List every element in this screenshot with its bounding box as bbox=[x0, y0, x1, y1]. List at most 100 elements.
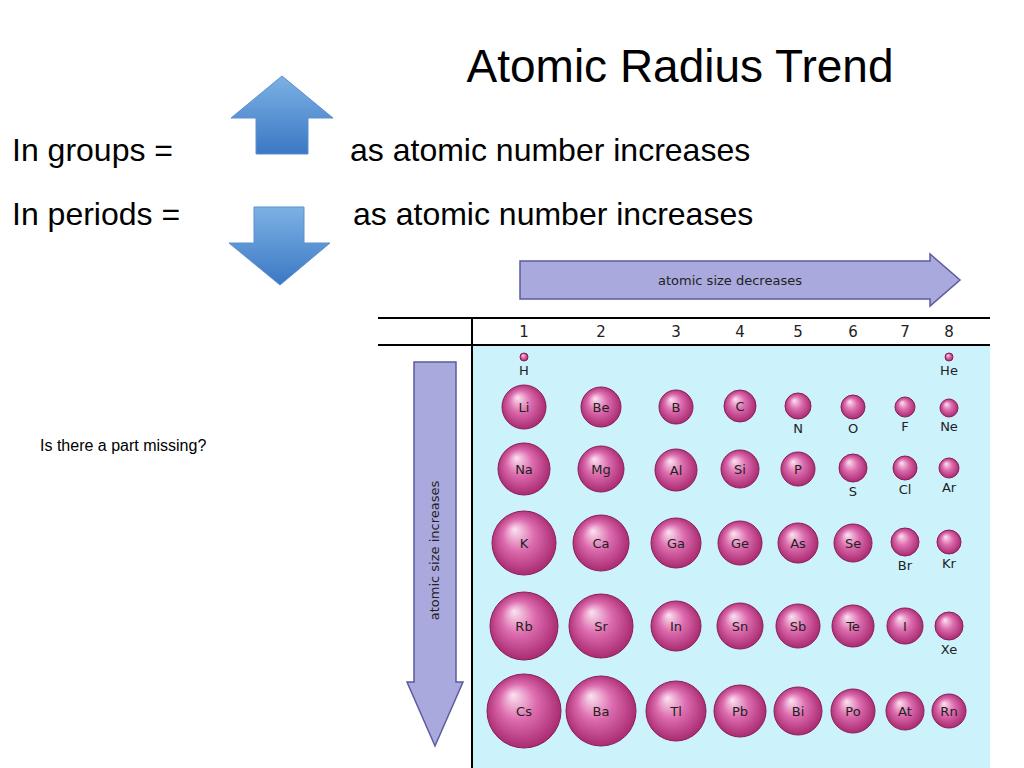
header-rule bbox=[378, 344, 990, 346]
element-symbol: Po bbox=[845, 705, 860, 718]
atom-ball bbox=[784, 392, 812, 420]
atom-sphere bbox=[774, 687, 822, 735]
element-symbol: K bbox=[520, 537, 529, 550]
element-symbol: Ge bbox=[731, 537, 749, 550]
atom-circle: Tl bbox=[645, 680, 707, 742]
element-symbol: Cl bbox=[899, 483, 912, 496]
element-symbol: O bbox=[848, 422, 858, 435]
atom-sphere bbox=[659, 390, 693, 424]
atom-circle: P bbox=[780, 451, 816, 487]
atom-circle: Sn bbox=[716, 602, 764, 650]
atom-sphere bbox=[651, 518, 701, 568]
atom-sphere bbox=[492, 511, 556, 575]
atom-sphere bbox=[646, 681, 706, 741]
trend-arrow: atomic size decreases bbox=[518, 252, 962, 308]
element-symbol: Tl bbox=[670, 705, 682, 718]
element-symbol: Rb bbox=[515, 620, 532, 633]
column-number: 3 bbox=[671, 324, 681, 341]
element-symbol: Cs bbox=[516, 705, 532, 718]
arrow-label: atomic size increases bbox=[428, 480, 443, 619]
element-symbol: Kr bbox=[942, 557, 956, 570]
atom-circle: Na bbox=[497, 442, 551, 496]
atom-circle: Li bbox=[501, 384, 547, 430]
element-symbol: Br bbox=[898, 559, 912, 572]
side-rule bbox=[471, 318, 473, 768]
atom-circle: Ca bbox=[572, 514, 630, 572]
atom-circle: Xe bbox=[934, 611, 964, 656]
element-symbol: As bbox=[790, 537, 806, 550]
atom-sphere bbox=[886, 692, 924, 730]
atom-circle: Br bbox=[890, 527, 920, 572]
element-symbol: Ca bbox=[592, 537, 609, 550]
atom-circle: K bbox=[491, 510, 557, 576]
atom-sphere bbox=[939, 458, 959, 478]
atom-circle: F bbox=[894, 396, 916, 433]
element-symbol: B bbox=[672, 401, 681, 414]
element-symbol: Sn bbox=[732, 620, 749, 633]
table-ground bbox=[472, 345, 990, 768]
atom-circle: Ne bbox=[939, 398, 959, 433]
atom-circle: Mg bbox=[577, 445, 625, 493]
atom-circle: Sr bbox=[568, 593, 634, 659]
atom-sphere bbox=[569, 594, 633, 658]
atom-sphere bbox=[498, 443, 550, 495]
column-number: 6 bbox=[848, 324, 858, 341]
header-rule bbox=[378, 317, 990, 319]
atom-circle: Cl bbox=[892, 455, 918, 496]
atom-ball bbox=[892, 455, 918, 481]
atom-sphere bbox=[578, 446, 624, 492]
element-symbol: S bbox=[849, 485, 857, 498]
atom-sphere bbox=[932, 694, 966, 728]
down-arrow bbox=[229, 207, 330, 285]
atom-circle: Cs bbox=[486, 673, 562, 749]
atom-circle: Te bbox=[831, 604, 875, 648]
atom-circle: C bbox=[723, 389, 757, 423]
atom-circle: Kr bbox=[936, 529, 962, 570]
atom-circle: Rb bbox=[489, 591, 559, 661]
element-symbol: Sb bbox=[790, 620, 807, 633]
atom-sphere bbox=[490, 592, 558, 660]
element-symbol: Ne bbox=[940, 420, 958, 433]
slide-text: In periods = bbox=[12, 196, 180, 233]
arrow-outline bbox=[520, 254, 960, 306]
atom-sphere bbox=[945, 353, 953, 361]
atom-sphere bbox=[940, 399, 958, 417]
atom-circle: Se bbox=[833, 523, 873, 563]
atom-sphere bbox=[566, 676, 636, 746]
column-number: 8 bbox=[944, 324, 954, 341]
atom-circle: N bbox=[784, 392, 812, 435]
atom-sphere bbox=[718, 521, 762, 565]
atom-circle: As bbox=[777, 522, 819, 564]
atom-ball bbox=[939, 398, 959, 418]
slide-text: as atomic number increases bbox=[353, 196, 753, 233]
element-symbol: He bbox=[940, 364, 958, 377]
atom-circle: Ga bbox=[650, 517, 702, 569]
slide-text: In groups = bbox=[12, 132, 173, 169]
element-symbol: Si bbox=[734, 463, 746, 476]
atom-circle: He bbox=[940, 352, 958, 377]
arrow-outline bbox=[407, 362, 463, 746]
element-symbol: P bbox=[794, 463, 802, 476]
arrow-label: atomic size decreases bbox=[658, 273, 802, 288]
element-symbol: Be bbox=[593, 401, 610, 414]
atom-ball bbox=[838, 453, 868, 483]
element-symbol: Ar bbox=[942, 481, 956, 494]
atom-sphere bbox=[721, 450, 759, 488]
atom-sphere bbox=[573, 515, 629, 571]
atom-ball bbox=[938, 457, 960, 479]
atom-ball bbox=[934, 611, 964, 641]
atom-circle: Ba bbox=[565, 675, 637, 747]
element-symbol: Ba bbox=[593, 705, 610, 718]
atom-ball bbox=[936, 529, 962, 555]
atom-sphere bbox=[651, 601, 701, 651]
element-symbol: At bbox=[898, 705, 912, 718]
atom-sphere bbox=[831, 689, 875, 733]
atom-sphere bbox=[832, 605, 874, 647]
atom-sphere bbox=[781, 452, 815, 486]
atom-sphere bbox=[520, 353, 528, 361]
atom-ball bbox=[519, 352, 529, 362]
atom-sphere bbox=[776, 604, 820, 648]
atom-circle: Ar bbox=[938, 457, 960, 494]
atom-sphere bbox=[887, 608, 923, 644]
